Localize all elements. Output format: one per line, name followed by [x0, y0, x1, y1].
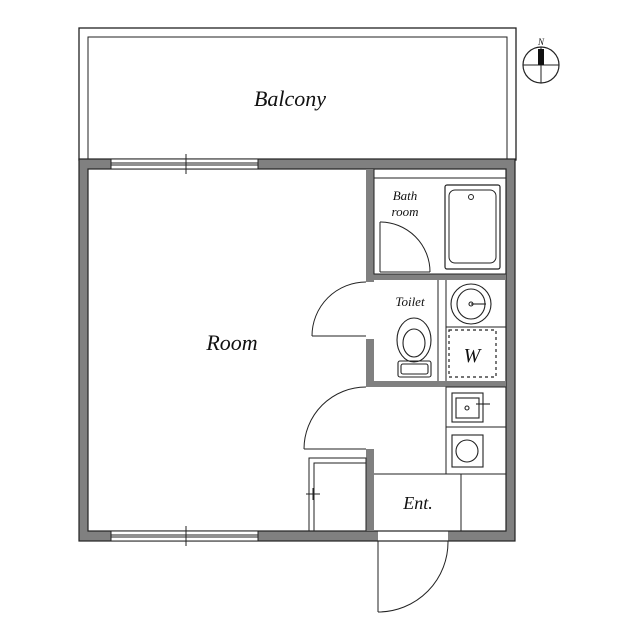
- south-window: [110, 526, 259, 546]
- stove-icon: [451, 434, 484, 468]
- kitchen-area: [445, 386, 507, 475]
- balcony-window: [110, 154, 259, 174]
- washer-space: [448, 329, 497, 378]
- outer-wall-outlines: [78, 158, 516, 542]
- toilet-label: Toilet: [395, 294, 425, 309]
- room-label: Room: [205, 330, 257, 355]
- room-door-icon: [303, 386, 367, 450]
- north-compass-icon: N: [522, 37, 560, 84]
- balcony-label: Balcony: [254, 86, 326, 111]
- interior-walls: [366, 168, 507, 531]
- kitchen-sink-icon: [451, 392, 490, 423]
- entrance-door-icon: [377, 540, 449, 613]
- bathtub-icon: [444, 184, 501, 270]
- bathroom-label-line1: Bath: [393, 188, 418, 203]
- bathroom: Bath room: [373, 177, 507, 275]
- wash-basin-icon: [450, 283, 492, 325]
- wash-area: W: [445, 280, 506, 381]
- outer-walls: [79, 159, 515, 541]
- toilet-door-icon: [311, 281, 367, 337]
- toilet-room: Toilet: [311, 280, 439, 381]
- entrance-label: Ent.: [402, 493, 433, 513]
- balcony-area: Balcony: [78, 27, 517, 161]
- bathroom-door-icon: [379, 221, 431, 273]
- washer-label: W: [464, 345, 483, 367]
- toilet-icon: [396, 317, 432, 378]
- compass-north-label: N: [537, 37, 545, 47]
- closet: [306, 457, 367, 532]
- bathroom-label-line2: room: [392, 204, 419, 219]
- entrance: Ent.: [374, 473, 506, 531]
